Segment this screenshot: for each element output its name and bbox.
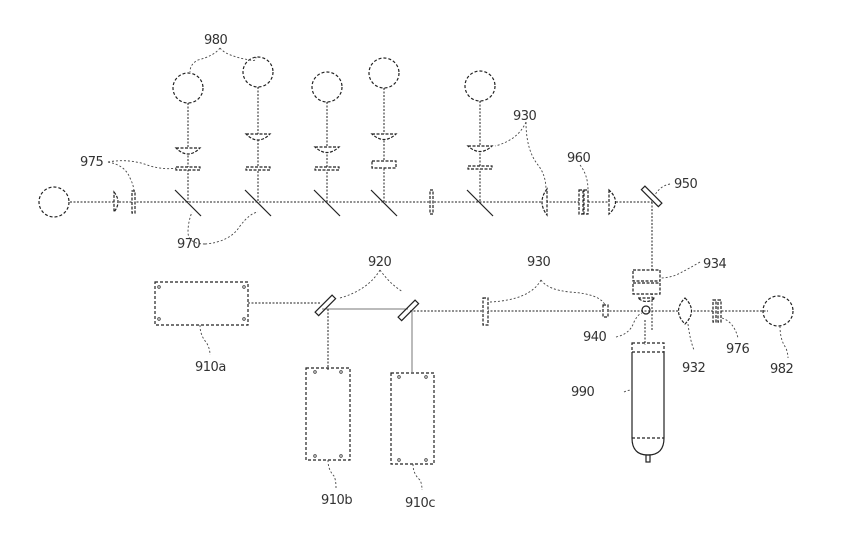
lens-group-960-b xyxy=(583,189,589,215)
filter-5 xyxy=(467,165,493,170)
label-950: 950 xyxy=(674,177,698,192)
detector-column-2 xyxy=(242,56,274,217)
dichroic-970-1 xyxy=(174,189,202,217)
lens-930-top xyxy=(466,145,494,153)
label-910a: 910a xyxy=(195,360,226,375)
label-975: 975 xyxy=(80,155,104,170)
detector-980-2 xyxy=(242,56,274,88)
detector-column-4 xyxy=(368,57,400,217)
bottom-beam-path xyxy=(248,302,768,372)
filter-3 xyxy=(314,166,340,171)
detector-3 xyxy=(311,71,343,103)
source-detector-left xyxy=(38,186,70,218)
detector-980-1 xyxy=(172,72,204,104)
sample-940 xyxy=(641,305,651,315)
label-930-bottom: 930 xyxy=(527,255,551,270)
filter-976-b xyxy=(717,299,722,323)
label-930-top: 930 xyxy=(513,109,537,124)
filter-976-a xyxy=(712,299,717,323)
container-990 xyxy=(631,342,665,463)
label-910b: 910b xyxy=(321,493,352,508)
objective-934-a xyxy=(632,269,661,282)
filter-mid xyxy=(429,189,434,215)
lens-932 xyxy=(677,297,693,325)
detector-column-5 xyxy=(464,70,496,217)
laser-910a xyxy=(154,281,249,326)
label-960: 960 xyxy=(567,151,591,166)
filter-975-1 xyxy=(175,166,201,171)
label-982: 982 xyxy=(770,362,793,377)
filter-975-left xyxy=(131,190,136,214)
combiner-920-2 xyxy=(397,299,420,322)
laser-910b xyxy=(305,367,351,461)
detector-982 xyxy=(762,295,794,327)
lens-2 xyxy=(244,133,272,141)
dichroic-4 xyxy=(370,189,398,217)
filter-4 xyxy=(371,160,397,169)
lens-4 xyxy=(370,133,398,141)
detector-column-3 xyxy=(311,71,343,217)
lens-group-960-c xyxy=(608,188,617,216)
laser-910c xyxy=(390,372,435,465)
objective-934-b xyxy=(632,282,661,295)
label-990: 990 xyxy=(571,385,595,400)
dichroic-970-2 xyxy=(244,189,272,217)
leader-lines xyxy=(107,47,789,491)
detector-column-1 xyxy=(172,72,204,217)
label-980: 980 xyxy=(204,33,228,48)
lens-group-960-a xyxy=(578,189,584,215)
lens-1 xyxy=(174,147,202,155)
label-970: 970 xyxy=(177,237,201,252)
filter-2 xyxy=(245,166,271,171)
lens-930-axis xyxy=(541,187,548,217)
dichroic-3 xyxy=(313,189,341,217)
label-920: 920 xyxy=(368,255,392,270)
detector-5 xyxy=(464,70,496,102)
top-beam-path xyxy=(70,201,653,330)
label-910c: 910c xyxy=(405,496,435,511)
mirror-950 xyxy=(640,185,663,208)
reference-labels: 980 975 970 930 960 950 920 930 934 940 … xyxy=(80,33,794,511)
detector-4 xyxy=(368,57,400,89)
combiner-920-1 xyxy=(314,294,337,317)
lens-left xyxy=(113,190,119,214)
label-934: 934 xyxy=(703,257,727,272)
lens-930-bottom-2 xyxy=(602,304,609,318)
label-976: 976 xyxy=(726,342,750,357)
objective-tip xyxy=(636,297,657,303)
label-932: 932 xyxy=(682,361,705,376)
lens-930-bottom-1 xyxy=(482,297,489,326)
dichroic-5 xyxy=(466,189,494,217)
label-940: 940 xyxy=(583,330,607,345)
laser-mount-holes xyxy=(157,285,428,462)
lens-3 xyxy=(313,146,341,154)
